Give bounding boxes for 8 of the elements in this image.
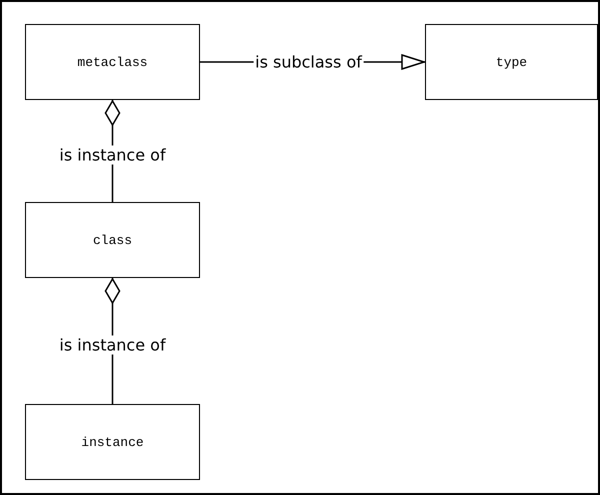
class-box	[25, 202, 200, 278]
class-name: instance	[81, 434, 144, 450]
class-name: class	[92, 232, 132, 248]
class-name: metaclass	[77, 54, 148, 70]
class-box	[425, 24, 598, 100]
class-name: type	[496, 54, 528, 70]
class-box	[25, 24, 200, 100]
class-box	[25, 404, 200, 480]
